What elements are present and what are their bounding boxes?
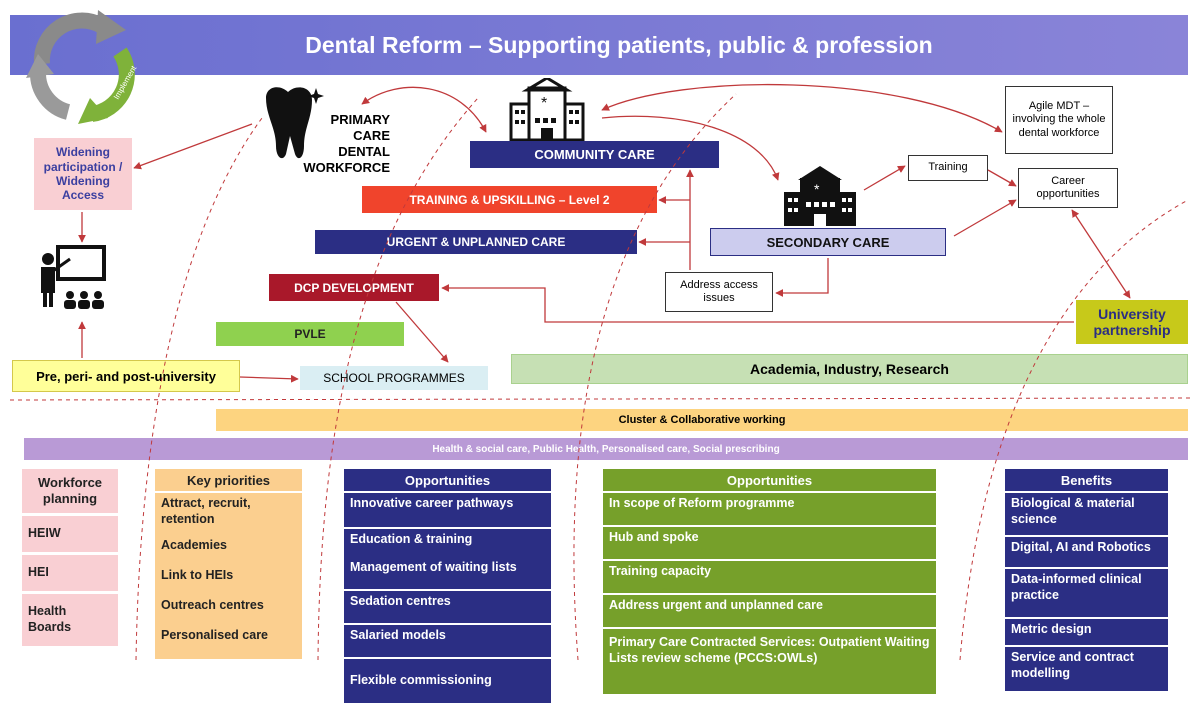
opportunity-item: In scope of Reform programme xyxy=(603,493,936,527)
workforce-item: HEI xyxy=(22,555,118,594)
opportunity-item: Management of waiting lists xyxy=(344,557,551,591)
tooth-icon xyxy=(266,87,324,159)
key-priorities-column: Key priorities Attract, recruit, retenti… xyxy=(155,469,302,659)
primary-care-line-3: DENTAL xyxy=(338,144,390,159)
benefits-header: Benefits xyxy=(1005,469,1168,493)
urgent-unplanned-bar: URGENT & UNPLANNED CARE xyxy=(315,230,637,254)
opportunity-item: Innovative career pathways xyxy=(344,493,551,529)
benefits-column: Benefits Biological & material science D… xyxy=(1005,469,1168,691)
divider-line xyxy=(9,397,1191,401)
key-priorities-header: Key priorities xyxy=(155,469,302,493)
opportunity-item: Hub and spoke xyxy=(603,527,936,561)
pre-post-university-box: Pre, peri- and post-university xyxy=(12,360,240,392)
dashed-curve-2 xyxy=(317,97,479,661)
training-upskilling-bar: TRAINING & UPSKILLING – Level 2 xyxy=(362,186,657,213)
opportunity-item: Address urgent and unplanned care xyxy=(603,595,936,629)
priority-item: Personalised care xyxy=(161,628,269,642)
community-care-bar: COMMUNITY CARE xyxy=(470,141,719,168)
primary-care-line-4: WORKFORCE xyxy=(303,160,390,175)
pvle-bar: PVLE xyxy=(216,322,404,346)
opportunity-item: Sedation centres xyxy=(344,591,551,625)
school-programmes-box: SCHOOL PROGRAMMES xyxy=(300,366,488,390)
opportunities-column-2: Opportunities In scope of Reform program… xyxy=(603,469,936,694)
arrow-to-widening xyxy=(133,123,253,170)
dashed-curve-4 xyxy=(959,199,1189,661)
cluster-bar: Cluster & Collaborative working xyxy=(216,409,1188,431)
arrow-to-training xyxy=(863,165,906,191)
arrow-secondary-access xyxy=(775,258,829,297)
secondary-hospital-icon: * xyxy=(784,166,856,226)
implement-cycle-icon: Implement xyxy=(26,10,139,124)
academia-bar: Academia, Industry, Research xyxy=(511,354,1188,384)
address-access-box: Address access issues xyxy=(665,272,773,312)
benefit-item: Metric design xyxy=(1005,619,1168,647)
arrow-to-school xyxy=(239,374,299,383)
dcp-development-bar: DCP DEVELOPMENT xyxy=(269,274,439,301)
career-opportunities-box: Career opportunities xyxy=(1018,168,1118,208)
svg-text:*: * xyxy=(541,95,547,112)
teacher-icon xyxy=(41,245,106,309)
benefit-item: Biological & material science xyxy=(1005,493,1168,537)
opportunity-item: Education & training xyxy=(344,529,551,557)
arrow-community-agile xyxy=(601,84,1003,133)
opportunity-item: Salaried models xyxy=(344,625,551,659)
arrow-career-university xyxy=(1071,209,1131,299)
workforce-item: HEIW xyxy=(22,516,118,555)
benefit-item: Digital, AI and Robotics xyxy=(1005,537,1168,569)
agile-mdt-box: Agile MDT – involving the whole dental w… xyxy=(1005,86,1113,154)
opportunities-header-2: Opportunities xyxy=(603,469,936,493)
secondary-care-bar: SECONDARY CARE xyxy=(710,228,946,256)
workforce-item: Health Boards xyxy=(22,594,118,646)
community-hospital-icon: * xyxy=(509,78,585,142)
svg-text:*: * xyxy=(814,181,820,197)
connectors-overlay xyxy=(9,84,1191,661)
arrow-university-dcp xyxy=(441,284,1074,323)
workforce-planning-header: Workforce planning xyxy=(22,469,118,516)
health-social-care-bar: Health & social care, Public Health, Per… xyxy=(24,438,1188,460)
university-partnership-box: University partnership xyxy=(1076,300,1188,344)
workforce-planning-column: Workforce planning HEIW HEI Health Board… xyxy=(22,469,118,646)
dashed-curve-3 xyxy=(573,93,737,661)
opportunity-item: Training capacity xyxy=(603,561,936,595)
dashed-curve-1 xyxy=(135,117,263,661)
priority-item: Link to HEIs xyxy=(161,568,234,582)
arrow-community-secondary xyxy=(601,115,780,181)
training-box: Training xyxy=(908,155,988,181)
priority-item: Academies xyxy=(161,538,228,552)
arrow-secondary-career xyxy=(953,199,1017,237)
priority-item: Outreach centres xyxy=(161,598,264,612)
benefit-item: Data-informed clinical practice xyxy=(1005,569,1168,619)
page-title: Dental Reform – Supporting patients, pub… xyxy=(10,15,1188,75)
arrow-dcp-to-school xyxy=(395,301,449,363)
priority-item: Attract, recruit, retention xyxy=(161,496,251,526)
opportunities-header-1: Opportunities xyxy=(344,469,551,493)
arrow-training-career xyxy=(987,169,1017,187)
arrow-primary-community xyxy=(361,86,487,133)
widening-participation-box: Widening participation / Widening Access xyxy=(34,138,132,210)
